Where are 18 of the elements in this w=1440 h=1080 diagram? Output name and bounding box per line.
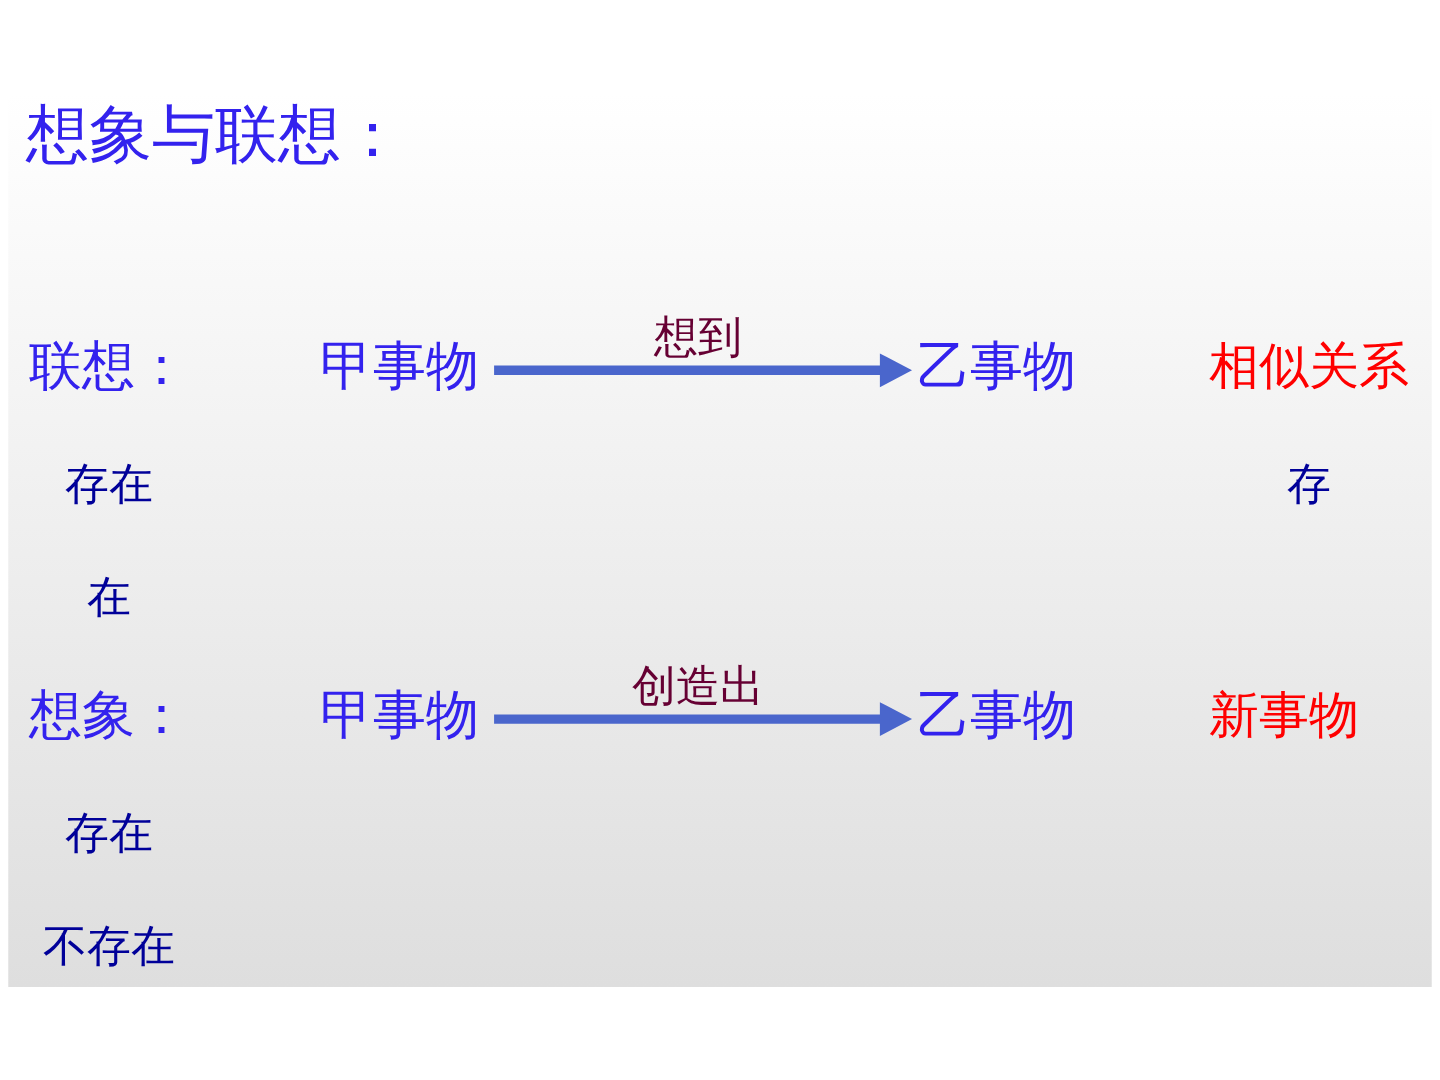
node-text: 甲事物 [319, 682, 479, 746]
node-text: 乙事物 [917, 682, 1077, 746]
label: 存 [1287, 457, 1332, 509]
arrow [494, 353, 913, 388]
label: 想象： [29, 682, 189, 746]
edge-label: 创造出 [632, 659, 764, 711]
arrow [494, 702, 913, 736]
label: 存在 [64, 806, 153, 858]
diagram-title: 想象与联想： [25, 97, 404, 171]
label: 在 [86, 571, 131, 623]
label: 存在 [64, 457, 153, 509]
node-text: 甲事物 [319, 333, 479, 397]
node-text: 乙事物 [917, 333, 1077, 397]
label: 相似关系 [1209, 336, 1410, 396]
label: 不存在 [42, 919, 175, 971]
label: 联想： [29, 333, 189, 397]
edge-label: 想到 [654, 311, 742, 363]
label: 新事物 [1209, 684, 1360, 744]
